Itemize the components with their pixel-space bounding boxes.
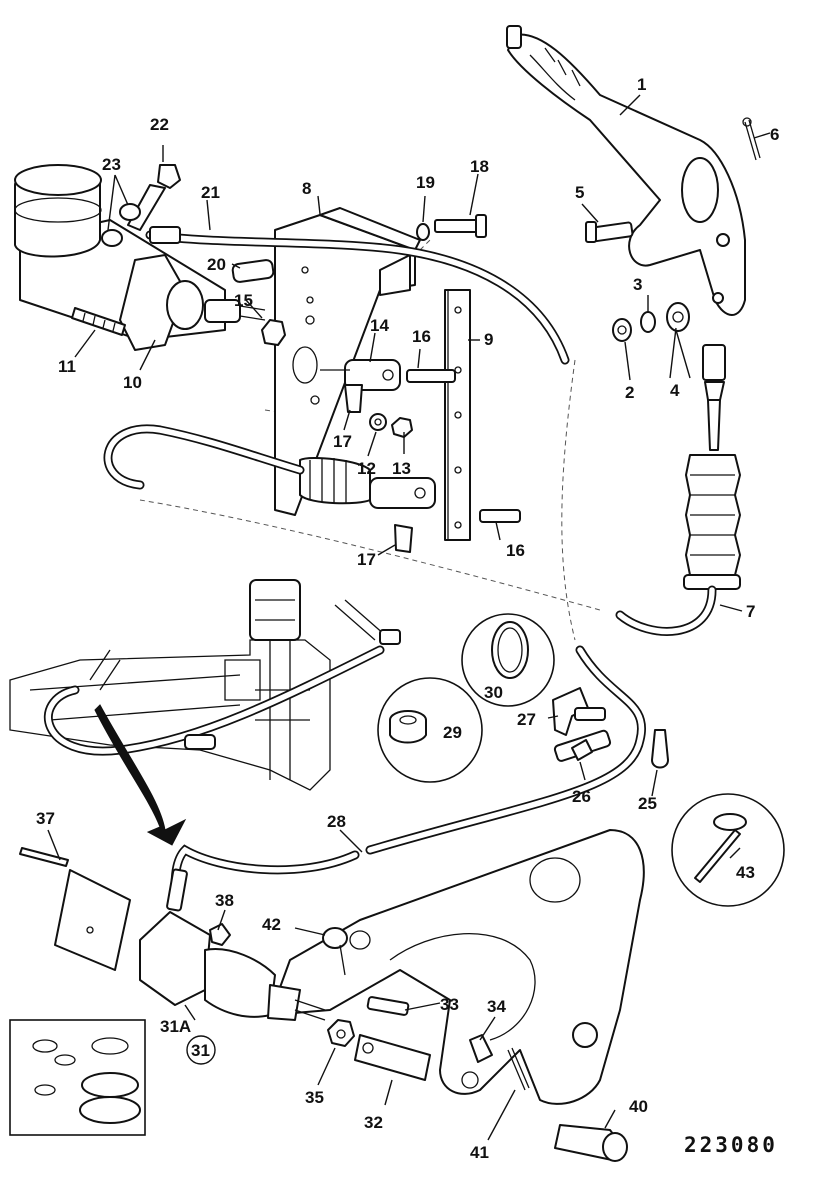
retaining-clips bbox=[344, 384, 413, 553]
clevis-pin-pedal bbox=[366, 996, 410, 1016]
spacer bbox=[231, 259, 275, 283]
callout-5: 5 bbox=[575, 183, 584, 202]
callout-16-upper: 16 bbox=[412, 327, 431, 346]
callout-22: 22 bbox=[150, 115, 169, 134]
sealing-washers bbox=[101, 203, 141, 247]
pivot-pin bbox=[554, 1124, 628, 1162]
callout-8: 8 bbox=[302, 179, 311, 198]
callout-21: 21 bbox=[201, 183, 220, 202]
mounting-plate bbox=[19, 847, 131, 971]
hose-bracket bbox=[552, 687, 606, 736]
feed-pipe bbox=[145, 226, 570, 365]
pedal-stop bbox=[322, 927, 348, 976]
clevis-pin bbox=[585, 221, 634, 243]
callout-32: 32 bbox=[364, 1113, 383, 1132]
p-clip bbox=[651, 729, 669, 769]
callout-37: 37 bbox=[36, 809, 55, 828]
callout-10: 10 bbox=[123, 373, 142, 392]
fluid-reservoir bbox=[14, 164, 102, 258]
slave-cylinder bbox=[139, 868, 326, 1021]
callout-31: 31 bbox=[191, 1041, 210, 1060]
seal-kit-inset bbox=[9, 1019, 146, 1136]
callout-41: 41 bbox=[470, 1143, 489, 1162]
callout-29: 29 bbox=[443, 723, 462, 742]
bleed-nipple bbox=[209, 923, 231, 946]
callout-43: 43 bbox=[736, 863, 755, 882]
detail-pin-ring bbox=[671, 793, 785, 907]
detail-grommet bbox=[377, 677, 483, 783]
return-hose bbox=[103, 424, 305, 490]
leader-lines bbox=[47, 94, 771, 1141]
callout-19: 19 bbox=[416, 173, 435, 192]
callout-15: 15 bbox=[234, 291, 253, 310]
pushrod-clevis-lower bbox=[299, 457, 436, 509]
callout-labels: 1 2 3 4 5 6 7 8 9 10 11 12 13 14 15 16 1… bbox=[36, 75, 779, 1162]
callout-34: 34 bbox=[487, 997, 506, 1016]
bracket-bolt-washer bbox=[416, 214, 487, 241]
callout-25: 25 bbox=[638, 794, 657, 813]
washer-nut bbox=[369, 413, 413, 438]
callout-3: 3 bbox=[633, 275, 642, 294]
callout-17-lower: 17 bbox=[357, 550, 376, 569]
callout-17-upper: 17 bbox=[333, 432, 352, 451]
cylinder-bolt bbox=[71, 307, 126, 336]
pedal-clip bbox=[469, 1034, 493, 1063]
callout-14: 14 bbox=[370, 316, 389, 335]
callout-18: 18 bbox=[470, 157, 489, 176]
split-pin bbox=[742, 117, 761, 161]
reference-number: 223080 bbox=[684, 1133, 778, 1157]
callout-40: 40 bbox=[629, 1097, 648, 1116]
callout-35: 35 bbox=[305, 1088, 324, 1107]
pedal-box-bracket bbox=[269, 829, 645, 1105]
callout-26: 26 bbox=[572, 787, 591, 806]
callout-2: 2 bbox=[625, 383, 634, 402]
callout-6: 6 bbox=[770, 125, 779, 144]
callout-30: 30 bbox=[484, 683, 503, 702]
clutch-master-cylinder bbox=[19, 219, 286, 351]
callout-9: 9 bbox=[484, 330, 493, 349]
callout-16-lower: 16 bbox=[506, 541, 525, 560]
detail-hose-clip bbox=[461, 613, 555, 707]
adjuster-plate bbox=[444, 289, 471, 541]
pushrod-clevis-pedal bbox=[354, 1034, 431, 1081]
clevis-pins bbox=[406, 369, 521, 523]
callout-1: 1 bbox=[637, 75, 646, 94]
callout-23: 23 bbox=[102, 155, 121, 174]
handbrake-lever bbox=[506, 25, 746, 316]
callout-4: 4 bbox=[670, 381, 680, 400]
location-arrow bbox=[94, 704, 187, 846]
callout-42: 42 bbox=[262, 915, 281, 934]
pushrod-clevis-upper bbox=[320, 359, 401, 391]
callout-33: 33 bbox=[440, 995, 459, 1014]
pedal-split-pin bbox=[507, 1047, 530, 1091]
union-bolt bbox=[127, 164, 181, 231]
callout-20: 20 bbox=[207, 255, 226, 274]
callout-11: 11 bbox=[58, 357, 76, 376]
callout-7: 7 bbox=[746, 602, 755, 621]
callout-27: 27 bbox=[517, 710, 536, 729]
callout-31a: 31A bbox=[160, 1017, 191, 1036]
callout-38: 38 bbox=[215, 891, 234, 910]
callout-13: 13 bbox=[392, 459, 411, 478]
locknut bbox=[327, 1019, 355, 1047]
callout-12: 12 bbox=[357, 459, 376, 478]
callout-31-ring bbox=[186, 1035, 216, 1065]
callout-28: 28 bbox=[327, 812, 346, 831]
handbrake-cable-gaiter bbox=[615, 344, 741, 636]
vehicle-location-sketch bbox=[9, 579, 401, 791]
